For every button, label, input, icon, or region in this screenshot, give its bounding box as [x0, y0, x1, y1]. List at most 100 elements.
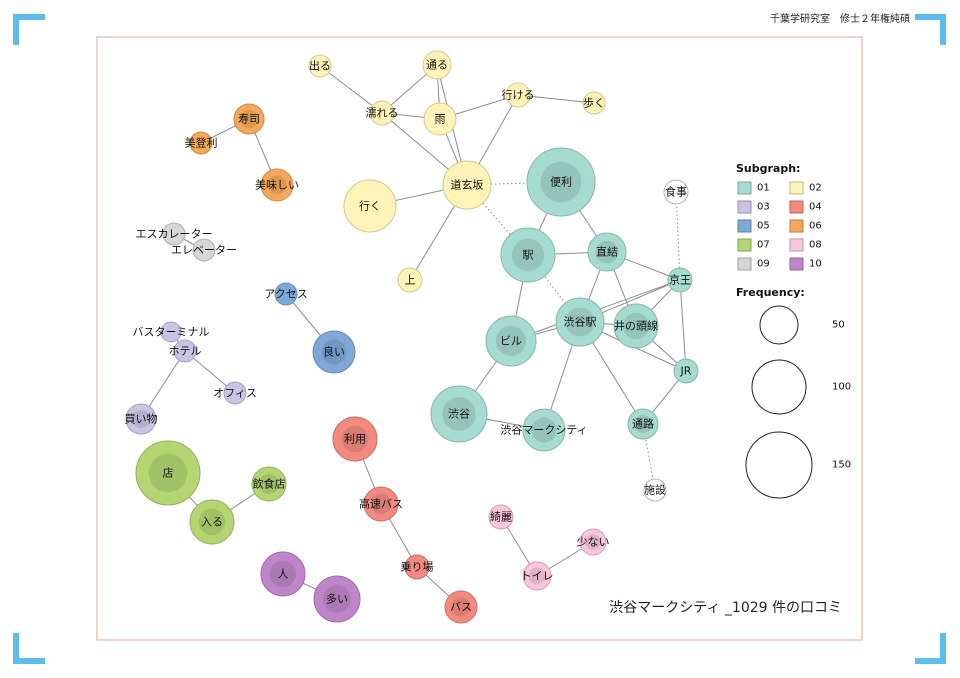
node-高速バス[interactable]: 高速バス: [359, 486, 403, 522]
node-core: [323, 585, 351, 613]
node-label: トイレ: [521, 570, 554, 583]
node-雨[interactable]: 雨: [423, 102, 457, 136]
node-label: 買い物: [125, 412, 158, 426]
node-道玄坂[interactable]: 道玄坂: [442, 160, 492, 210]
node-買い物[interactable]: 買い物: [125, 403, 158, 435]
node-label: オフィス: [213, 387, 257, 400]
node-core: [148, 453, 188, 493]
node-美味しい[interactable]: 美味しい: [255, 168, 299, 202]
node-circle: [442, 160, 492, 210]
node-label: 上: [405, 274, 416, 287]
node-美登利[interactable]: 美登利: [185, 131, 218, 155]
corner-bracket-top-left: [13, 14, 45, 45]
node-直結[interactable]: 直結: [587, 232, 627, 272]
node-label: バスターミナル: [133, 326, 210, 339]
node-渋谷マークシティ[interactable]: 渋谷マークシティ: [500, 408, 588, 452]
node-core: [528, 567, 546, 585]
node-施設[interactable]: 施設: [643, 478, 667, 502]
node-ビル[interactable]: ビル: [485, 315, 537, 367]
node-label: 京王: [669, 273, 691, 287]
node-ホテル[interactable]: ホテル: [169, 339, 202, 363]
node-行く[interactable]: 行く: [343, 179, 397, 233]
node-店[interactable]: 店: [135, 440, 201, 506]
node-circle: [643, 478, 667, 502]
node-label: 綺麗: [490, 511, 512, 524]
node-便利[interactable]: 便利: [526, 147, 596, 217]
node-バスターミナル[interactable]: バスターミナル: [133, 321, 210, 343]
node-label: ホテル: [169, 345, 202, 358]
node-オフィス[interactable]: オフィス: [213, 381, 257, 405]
node-食事[interactable]: 食事: [663, 179, 689, 205]
node-エレベーター[interactable]: エレベーター: [171, 238, 237, 262]
node-トイレ[interactable]: トイレ: [521, 561, 554, 591]
node-core: [370, 493, 392, 515]
node-寿司[interactable]: 寿司: [233, 103, 265, 135]
node-出る[interactable]: 出る: [308, 54, 332, 78]
node-良い[interactable]: 良い: [312, 330, 356, 374]
corner-bracket-top-right: [915, 14, 946, 45]
node-綺麗[interactable]: 綺麗: [488, 504, 514, 530]
node-label: 美登利: [185, 136, 218, 150]
legend-frequency-title: Frequency:: [736, 286, 805, 299]
node-利用[interactable]: 利用: [332, 416, 378, 462]
node-label: アクセス: [264, 288, 307, 301]
node-core: [132, 410, 150, 428]
node-circle: [343, 179, 397, 233]
node-歩く[interactable]: 歩く: [582, 91, 606, 115]
node-label: 渋谷: [448, 408, 470, 421]
node-行ける[interactable]: 行ける: [502, 82, 535, 108]
node-circle: [223, 381, 247, 405]
node-渋谷[interactable]: 渋谷: [430, 385, 488, 443]
node-人[interactable]: 人: [260, 551, 306, 597]
node-井の頭線[interactable]: 井の頭線: [613, 303, 659, 349]
node-エスカレーター[interactable]: エスカレーター: [136, 222, 213, 246]
node-JR[interactable]: JR: [673, 358, 699, 384]
legend-label-04: 04: [809, 202, 822, 213]
legend-label-10: 10: [809, 259, 822, 270]
node-バス[interactable]: バス: [444, 590, 478, 624]
node-circle: [274, 282, 298, 306]
legend-swatch-05: [737, 219, 752, 233]
node-label: 渋谷駅: [564, 316, 597, 329]
node-circle: [505, 82, 531, 108]
node-駅[interactable]: 駅: [500, 227, 556, 283]
legend-label-08: 08: [809, 240, 822, 251]
legend-frequency-label-50: 50: [832, 320, 845, 331]
node-入る[interactable]: 入る: [189, 499, 235, 545]
legend-subgraph-title: Subgraph:: [736, 162, 800, 175]
node-label: バス: [450, 601, 472, 614]
node-渋谷駅[interactable]: 渋谷駅: [555, 297, 605, 347]
node-label: 乗り場: [401, 561, 434, 574]
node-乗り場[interactable]: 乗り場: [401, 554, 434, 580]
node-通る[interactable]: 通る: [422, 50, 452, 80]
node-circle: [667, 267, 693, 293]
node-label: 直結: [596, 245, 618, 259]
node-京王[interactable]: 京王: [667, 267, 693, 293]
node-core: [565, 307, 595, 337]
node-label: 施設: [644, 483, 666, 497]
node-core: [240, 110, 258, 128]
node-circle: [162, 222, 186, 246]
legend-swatch-09: [737, 257, 752, 271]
node-多い[interactable]: 多い: [313, 575, 361, 623]
node-通路[interactable]: 通路: [627, 408, 659, 440]
node-circle: [488, 504, 514, 530]
node-label: 濡れる: [366, 107, 399, 120]
legend-frequency-label-150: 150: [832, 460, 851, 471]
node-濡れる[interactable]: 濡れる: [366, 100, 399, 126]
legend-frequency-circle-50: [759, 305, 799, 345]
node-アクセス[interactable]: アクセス: [264, 282, 308, 306]
node-上[interactable]: 上: [397, 267, 423, 293]
node-少ない[interactable]: 少ない: [577, 528, 610, 556]
legend-label-06: 06: [809, 221, 822, 232]
node-label: 入る: [201, 516, 223, 529]
node-label: 行ける: [502, 89, 535, 102]
node-label: 井の頭線: [614, 319, 658, 333]
node-core: [540, 161, 582, 203]
node-飲食店[interactable]: 飲食店: [251, 466, 287, 502]
legend-label-02: 02: [809, 183, 822, 194]
header-text: 千葉学研究室 修士２年権純碩: [770, 12, 910, 25]
